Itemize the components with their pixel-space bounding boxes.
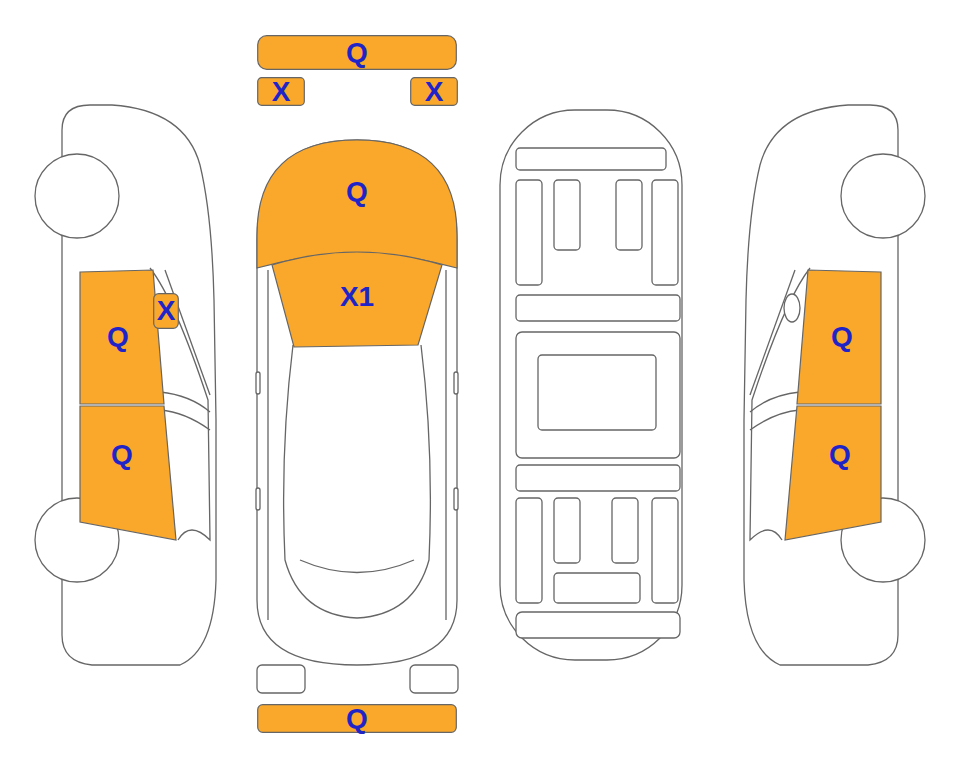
damage-code: X bbox=[425, 78, 444, 106]
panel-fill bbox=[80, 406, 176, 540]
damaged-panel: X bbox=[257, 77, 305, 106]
damage-code: X bbox=[157, 297, 176, 325]
panel-fill bbox=[785, 406, 881, 540]
damaged-panel: Q bbox=[78, 268, 166, 406]
damaged-panel: Q bbox=[257, 704, 457, 733]
panel-fill bbox=[257, 140, 457, 268]
damaged-panel: Q bbox=[78, 404, 178, 542]
damaged-panel: Q bbox=[257, 140, 457, 270]
damaged-panel: Q bbox=[795, 268, 883, 406]
damage-code: Q bbox=[107, 323, 129, 351]
panel-fill bbox=[272, 252, 442, 347]
panel-fill bbox=[258, 78, 305, 106]
panel-fill bbox=[80, 270, 164, 404]
damaged-panel: Q bbox=[257, 35, 457, 70]
damage-code: Q bbox=[346, 39, 368, 67]
panel-fill bbox=[258, 36, 457, 70]
panel-fill bbox=[411, 78, 458, 106]
panel-fill bbox=[258, 705, 457, 733]
damaged-panel: Q bbox=[785, 404, 883, 542]
damage-code: Q bbox=[111, 441, 133, 469]
damage-code: Q bbox=[831, 323, 853, 351]
damaged-panel: X1 bbox=[272, 243, 442, 347]
damage-code: Q bbox=[346, 178, 368, 206]
panel-fill bbox=[797, 270, 881, 404]
panel-shape bbox=[785, 404, 883, 542]
damage-code: Q bbox=[346, 705, 368, 733]
panel-shape bbox=[78, 404, 178, 542]
damage-code: X bbox=[272, 78, 291, 106]
damaged-panel: X bbox=[410, 77, 458, 106]
damaged-panel: X bbox=[153, 293, 179, 329]
damage-code: Q bbox=[829, 441, 851, 469]
damage-code: X1 bbox=[340, 283, 374, 311]
panel-fill bbox=[154, 294, 179, 329]
